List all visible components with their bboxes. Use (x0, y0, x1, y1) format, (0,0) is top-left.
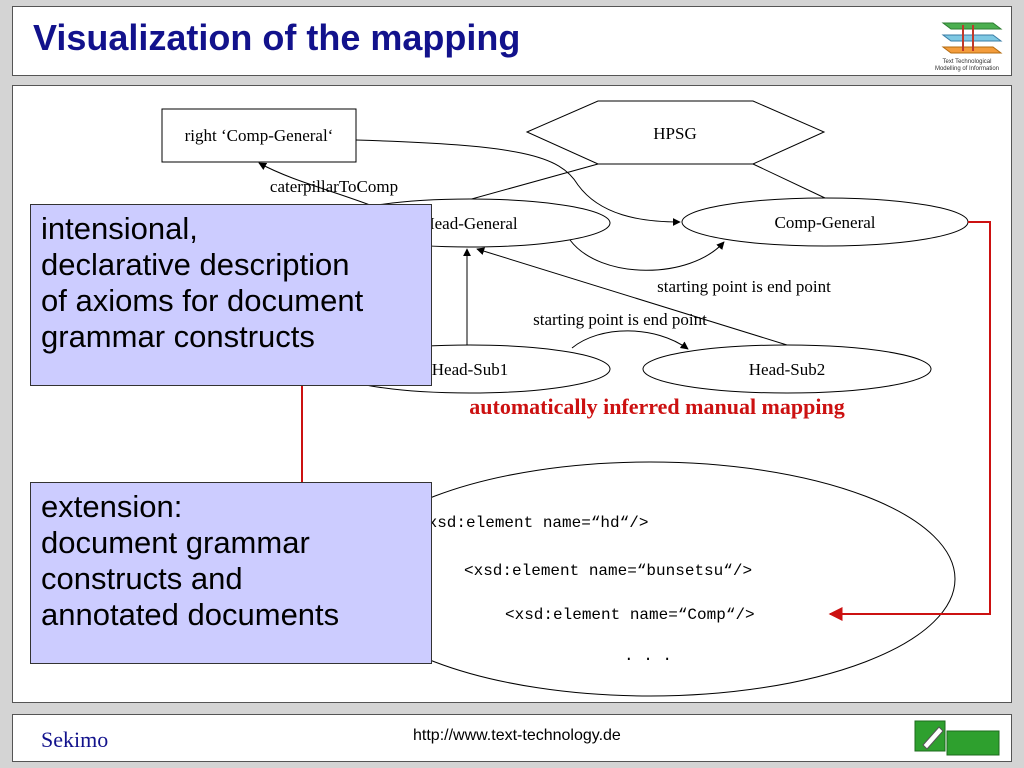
comp-mapping-connector (828, 221, 991, 621)
hexagon-to-comp-general-line (752, 163, 826, 199)
xsd-bunsetsu-line: <xsd:element name=“bunsetsu“/> (464, 562, 752, 580)
callout-intensional-line4: grammar constructs (41, 319, 315, 354)
right-box-to-comp-general-arrow (355, 139, 681, 226)
callout-intensional-line3: of axioms for document (41, 283, 364, 318)
slide-title: Visualization of the mapping (33, 17, 521, 58)
callout-intensional-line1: intensional, (41, 211, 198, 246)
right-comp-general-box (161, 108, 357, 163)
pen-green-logo-icon (914, 720, 1000, 756)
logo-caption-line1: Text Technological (942, 59, 992, 65)
caterpillar-arrow (258, 162, 371, 206)
callout-extension-line2: document grammar (41, 525, 310, 560)
callout-intensional-line2: declarative description (41, 247, 350, 282)
logo-caption: Text Technological Modelling of Informat… (921, 59, 1013, 73)
hpsg-label: HPSG (653, 124, 696, 143)
layer-stack-logo-icon (941, 22, 1003, 54)
head-general-label: Head-General (422, 214, 518, 233)
start-end-loop-lower (571, 330, 689, 350)
xsd-comp-line: <xsd:element name=“Comp“/> (505, 606, 755, 624)
callout-intensional: intensional, declarative description of … (30, 204, 432, 386)
logo-caption-line2: Modelling of Information (934, 66, 1000, 72)
footer-url-link[interactable]: http://www.text-technology.de (413, 727, 621, 744)
footer-bar: Sekimo http://www.text-technology.de (12, 714, 1012, 762)
xsd-ellipsis: . . . (624, 647, 672, 665)
comp-general-label: Comp-General (774, 213, 875, 232)
start-end-loop-upper (569, 239, 725, 271)
callout-extension-line3: constructs and (41, 561, 243, 596)
head-sub2-label: Head-Sub2 (749, 360, 825, 379)
hexagon-to-head-general-line (449, 163, 599, 206)
callout-extension-line1: extension: (41, 489, 183, 524)
caterpillar-label: caterpillarToComp (270, 177, 398, 196)
right-comp-general-label: right ‘Comp-General‘ (185, 126, 334, 145)
start-end-label-upper: starting point is end point (657, 277, 831, 296)
mapping-caption: automatically inferred manual mapping (469, 394, 844, 419)
callout-extension-line4: annotated documents (41, 597, 340, 632)
callout-extension: extension: document grammar constructs a… (30, 482, 432, 664)
head-sub1-label: Head-Sub1 (432, 360, 508, 379)
title-bar: Visualization of the mapping Text Techno… (12, 6, 1012, 76)
footer-project-name: Sekimo (41, 727, 109, 752)
start-end-label-lower: starting point is end point (533, 310, 707, 329)
xsd-hd-line: <xsd:element name=“hd“/> (418, 514, 648, 532)
head-sub2-to-head-general-arrow (476, 247, 788, 346)
